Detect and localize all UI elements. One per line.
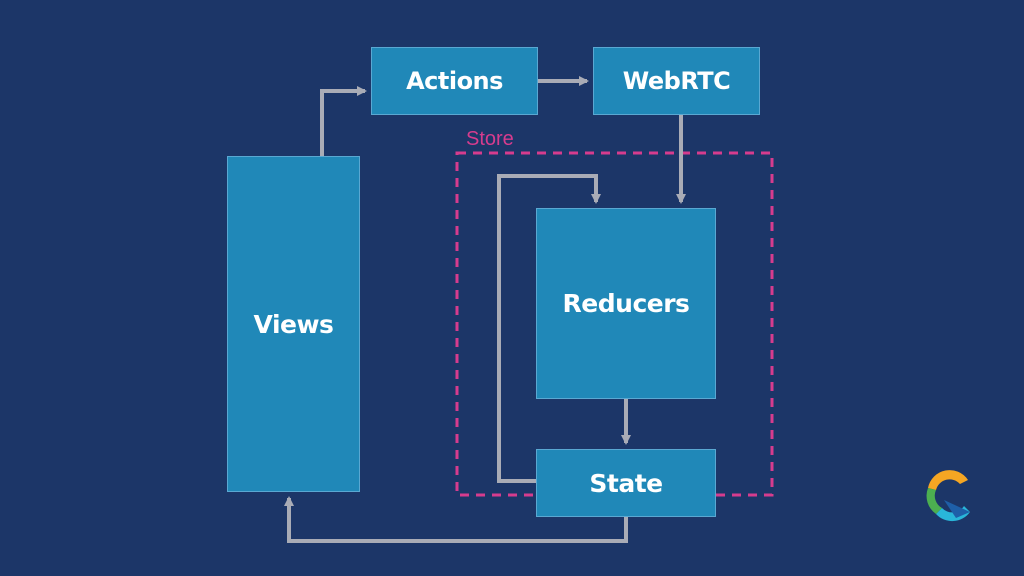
store-label: Store <box>466 128 514 150</box>
webrtc-node-label: WebRTC <box>622 67 731 95</box>
state-node-label: State <box>589 468 663 498</box>
arrow-state-to-reducers <box>497 174 601 483</box>
actions-node-label: Actions <box>406 67 503 95</box>
store-boundary <box>455 151 774 497</box>
arrow-views-to-actions <box>320 86 367 156</box>
brand-c-icon <box>926 470 970 522</box>
webrtc-node: WebRTC <box>593 47 760 115</box>
arrow-state-to-views <box>284 496 628 543</box>
state-node: State <box>536 449 716 517</box>
actions-node: Actions <box>371 47 538 115</box>
reducers-node-label: Reducers <box>562 289 690 318</box>
views-node-label: Views <box>253 309 334 339</box>
views-node: Views <box>227 156 360 492</box>
reducers-node: Reducers <box>536 208 716 399</box>
